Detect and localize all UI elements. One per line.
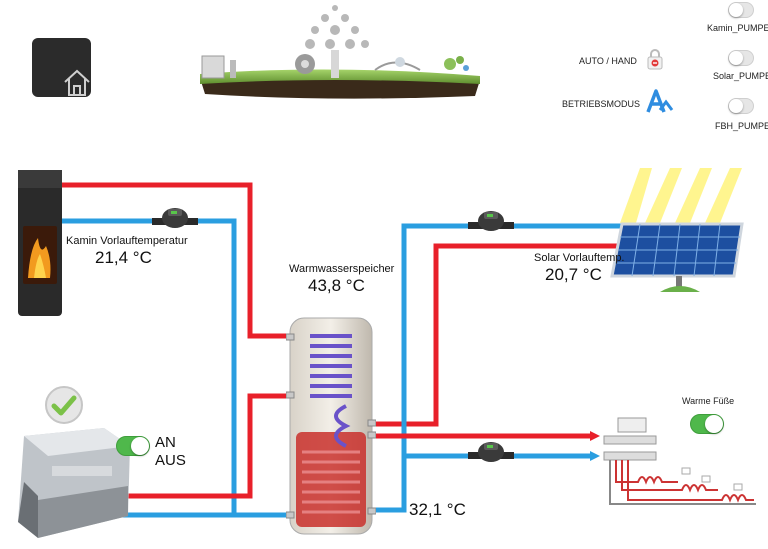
solar-panel [610,168,744,292]
return-temp-value: 32,1 °C [409,500,466,519]
kamin-pumpe-label: Kamin_PUMPE [707,23,768,33]
solar-temp-value: 20,7 °C [545,265,602,284]
kamin-pump-icon [152,208,198,228]
floor-heating-manifold [603,417,756,505]
boiler-on-label: AN [155,434,176,451]
fbh-pumpe-toggle[interactable] [728,98,754,114]
check-badge-icon [45,386,83,424]
fbh-pumpe-label: FBH_PUMPE [715,121,768,131]
house-outline-icon [64,69,90,96]
speicher-label: Warmwasserspeicher [289,263,395,275]
garden-irrigation-banner [200,5,480,99]
boiler-hot-pipe [122,393,290,499]
betriebsmodus-label: BETRIEBSMODUS [562,99,641,109]
boiler-off-label: AUS [155,452,186,469]
warme-fuesse-label: Warme Füße [682,396,735,406]
kamin-temp-label: Kamin Vorlauftemperatur [66,235,188,247]
solar-pumpe-toggle[interactable] [728,50,754,66]
kamin-cold-pipe [62,218,290,518]
warme-fuesse-toggle[interactable] [690,414,724,434]
kamin-temp-value: 21,4 °C [95,248,152,267]
solar-pump-icon [468,211,514,231]
solar-temp-label: Solar Vorlauftemp. [534,252,625,264]
speicher-value: 43,8 °C [308,276,365,295]
boiler-unit [18,428,130,538]
auto-hand-label: AUTO / HAND [579,56,637,66]
storage-tank [286,317,376,535]
fireplace-stove [18,170,62,316]
lock-icon[interactable] [646,48,664,70]
home-button[interactable] [32,38,91,97]
solar-pumpe-label: Solar_PUMPE [713,71,768,81]
kamin-hot-pipe [62,182,290,339]
fbh-pump-icon [468,442,514,462]
kamin-pumpe-toggle[interactable] [728,2,754,18]
solar-cold-pipe [370,223,630,513]
boiler-toggle[interactable] [116,436,150,456]
auto-mode-icon[interactable] [646,88,674,114]
